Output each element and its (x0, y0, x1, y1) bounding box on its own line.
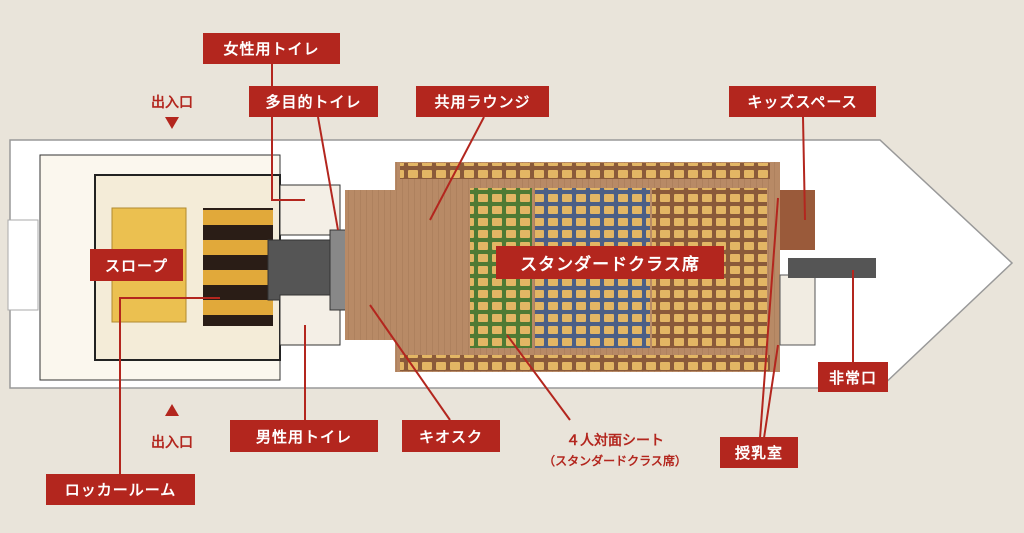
label-emergency-exit: 非常口 (818, 362, 888, 392)
label-four-seat: ４人対面シート (566, 433, 664, 449)
locker-area (203, 208, 273, 326)
emergency-passage (788, 258, 876, 278)
label-mens-toilet: 男性用トイレ (230, 420, 378, 452)
label-nursing-room: 授乳室 (720, 437, 798, 468)
arrow-down-icon (165, 117, 179, 129)
label-womens-toilet: 女性用トイレ (203, 33, 340, 64)
arrow-up-icon (165, 404, 179, 416)
label-slope: スロープ (90, 249, 183, 281)
label-kids-space: キッズスペース (729, 86, 876, 117)
label-locker-room: ロッカールーム (46, 474, 195, 505)
label-shared-lounge: 共用ラウンジ (416, 86, 549, 117)
label-four-seat-sub: （スタンダードクラス席） (543, 454, 687, 468)
label-entrance-top: 出入口 (151, 95, 193, 111)
label-kiosk: キオスク (402, 420, 500, 452)
pontoon-left (7, 219, 39, 311)
label-entrance-bottom: 出入口 (151, 435, 193, 451)
label-multipurpose-toilet: 多目的トイレ (249, 86, 378, 117)
label-standard-class: スタンダードクラス席 (496, 246, 724, 279)
